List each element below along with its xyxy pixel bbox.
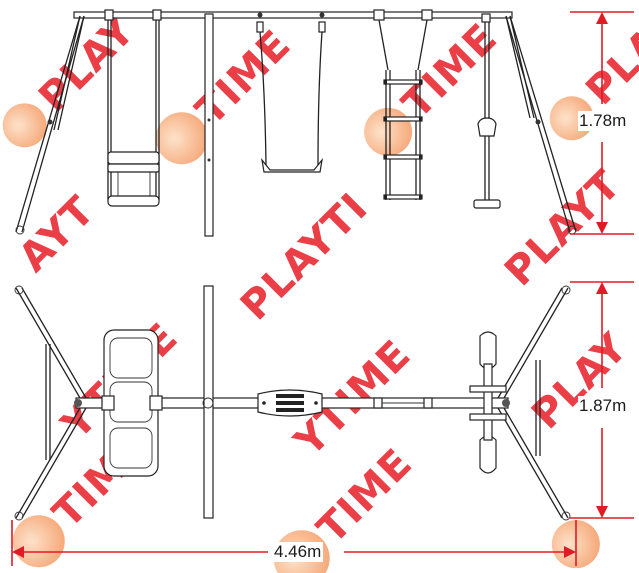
rope-ladder <box>373 9 433 200</box>
plan-ladder-mounts <box>373 397 433 409</box>
label-width-total: 4.46m <box>272 542 324 562</box>
svg-text:PLA: PLA <box>577 19 639 114</box>
label-depth-base: 1.87m <box>578 396 628 416</box>
top-beam <box>73 11 513 19</box>
dimension-annotations <box>11 11 634 566</box>
glider-swing-end <box>473 13 501 209</box>
plan-belt-seat <box>257 389 323 417</box>
svg-text:TIME: TIME <box>187 21 300 134</box>
svg-text:PLAYT: PLAYT <box>496 161 630 295</box>
svg-text:PLAYTI: PLAYTI <box>232 184 377 329</box>
left-leg-back <box>53 15 81 131</box>
center-pole <box>204 13 214 237</box>
plan-left-leg-2 <box>15 407 81 519</box>
dimension-height-frame <box>570 11 634 235</box>
plan-right-leg-1 <box>503 287 569 399</box>
svg-text:AYT: AYT <box>10 187 104 281</box>
plan-toddler-seat <box>101 329 163 477</box>
left-leg-front <box>15 15 81 233</box>
watermark-logo-4: PLA <box>549 19 639 141</box>
front-elevation-view <box>15 9 577 237</box>
watermark-logo-6: PLAYTI <box>232 184 377 329</box>
right-leg-back <box>505 15 531 119</box>
plan-glider-seat <box>469 331 507 474</box>
watermark-logo-3: TIME <box>364 15 506 156</box>
svg-text:PLAY: PLAY <box>30 7 144 121</box>
watermark-logo-5: AYT <box>10 187 104 281</box>
label-height-frame: 1.78m <box>578 111 628 131</box>
toddler-swing-seat <box>104 9 162 207</box>
plan-top-view <box>14 285 571 521</box>
dimension-depth-base <box>570 281 634 519</box>
watermark-logo-7: PLAYT <box>496 161 630 295</box>
plan-center-pole <box>203 285 214 519</box>
plan-left-leg-1 <box>15 287 81 399</box>
belt-swing-seat <box>256 12 326 173</box>
plan-right-leg-2 <box>503 407 569 519</box>
left-foot <box>15 225 25 235</box>
watermark-logo-1: PLAY <box>2 7 144 148</box>
dimension-width-total <box>11 520 577 566</box>
watermark-logo-2: TIME <box>155 21 300 165</box>
